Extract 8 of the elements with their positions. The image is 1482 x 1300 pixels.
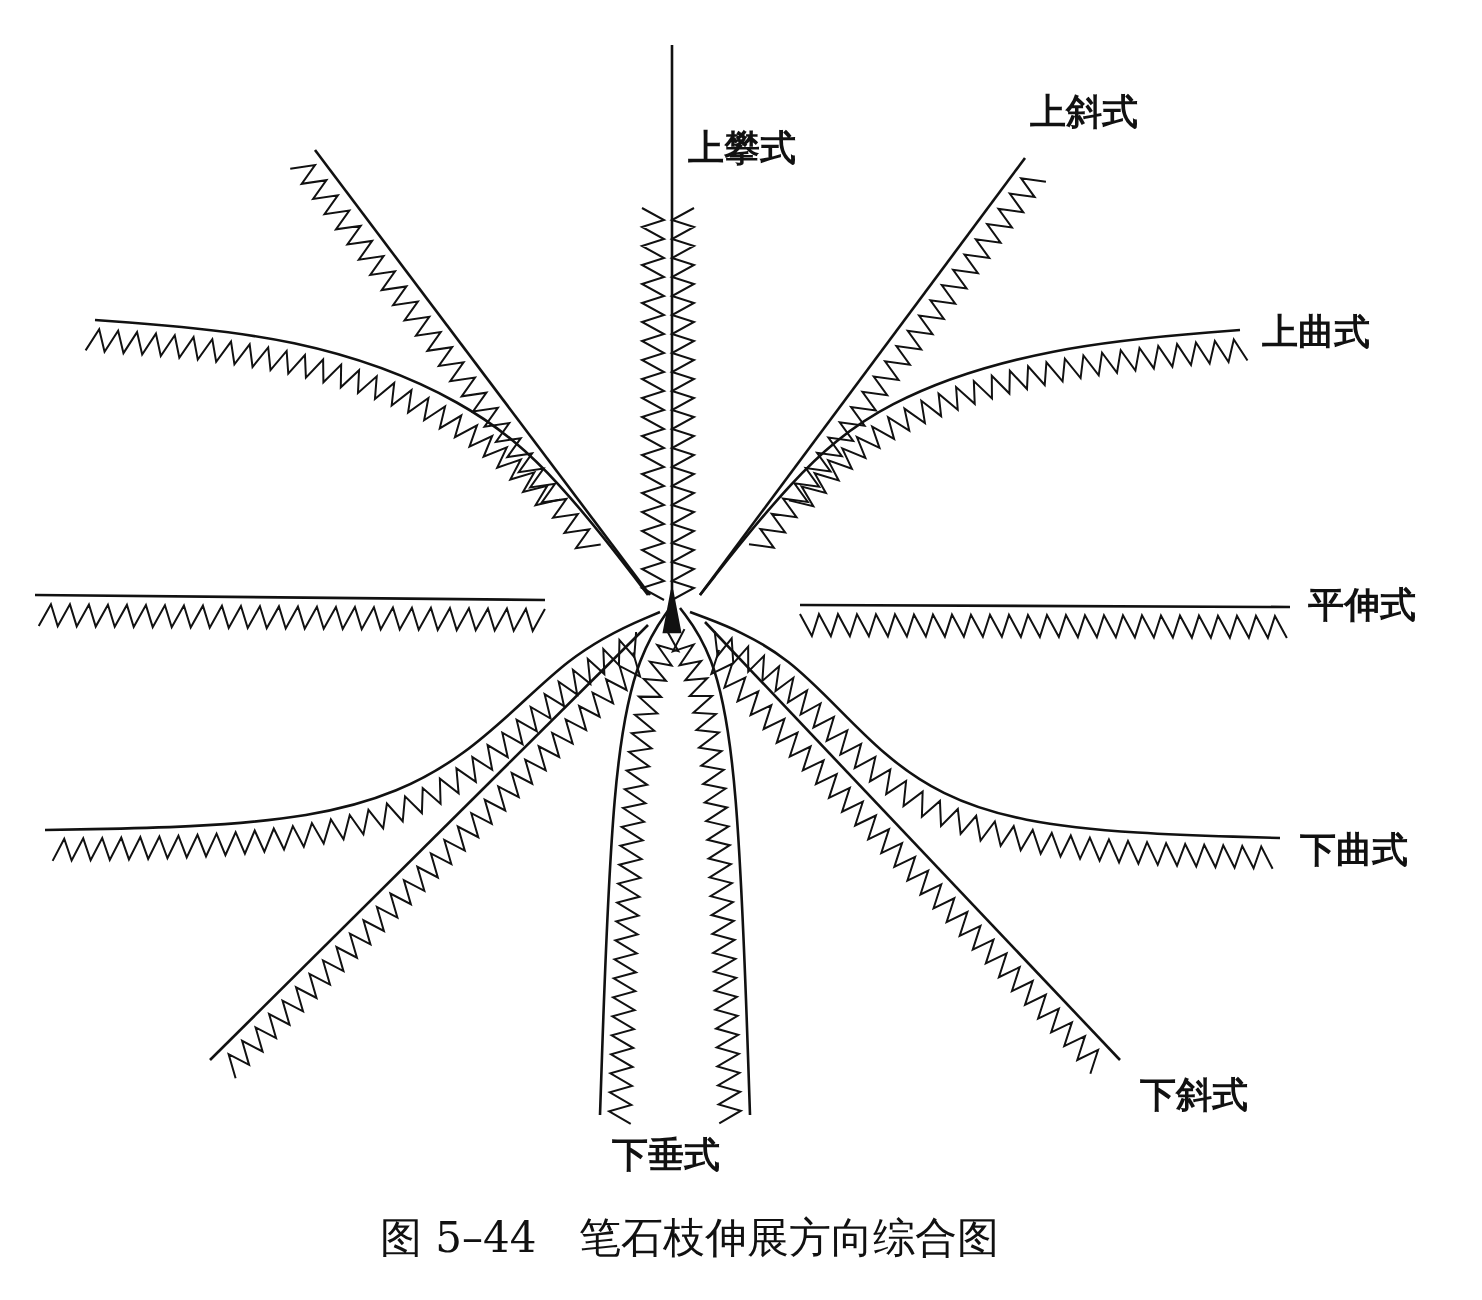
branch-type-label: 上攀式	[688, 128, 796, 168]
figure-caption: 图 5–44 笔石枝伸展方向综合图	[380, 1215, 999, 1262]
branch-type-label: 上斜式	[1030, 92, 1138, 132]
branch-type-label: 上曲式	[1262, 312, 1370, 352]
branch-type-label: 下斜式	[1140, 1075, 1248, 1115]
branch-type-label: 平伸式	[1308, 585, 1416, 625]
branch-type-label: 下曲式	[1300, 830, 1408, 870]
branch-type-label: 下垂式	[612, 1135, 720, 1175]
